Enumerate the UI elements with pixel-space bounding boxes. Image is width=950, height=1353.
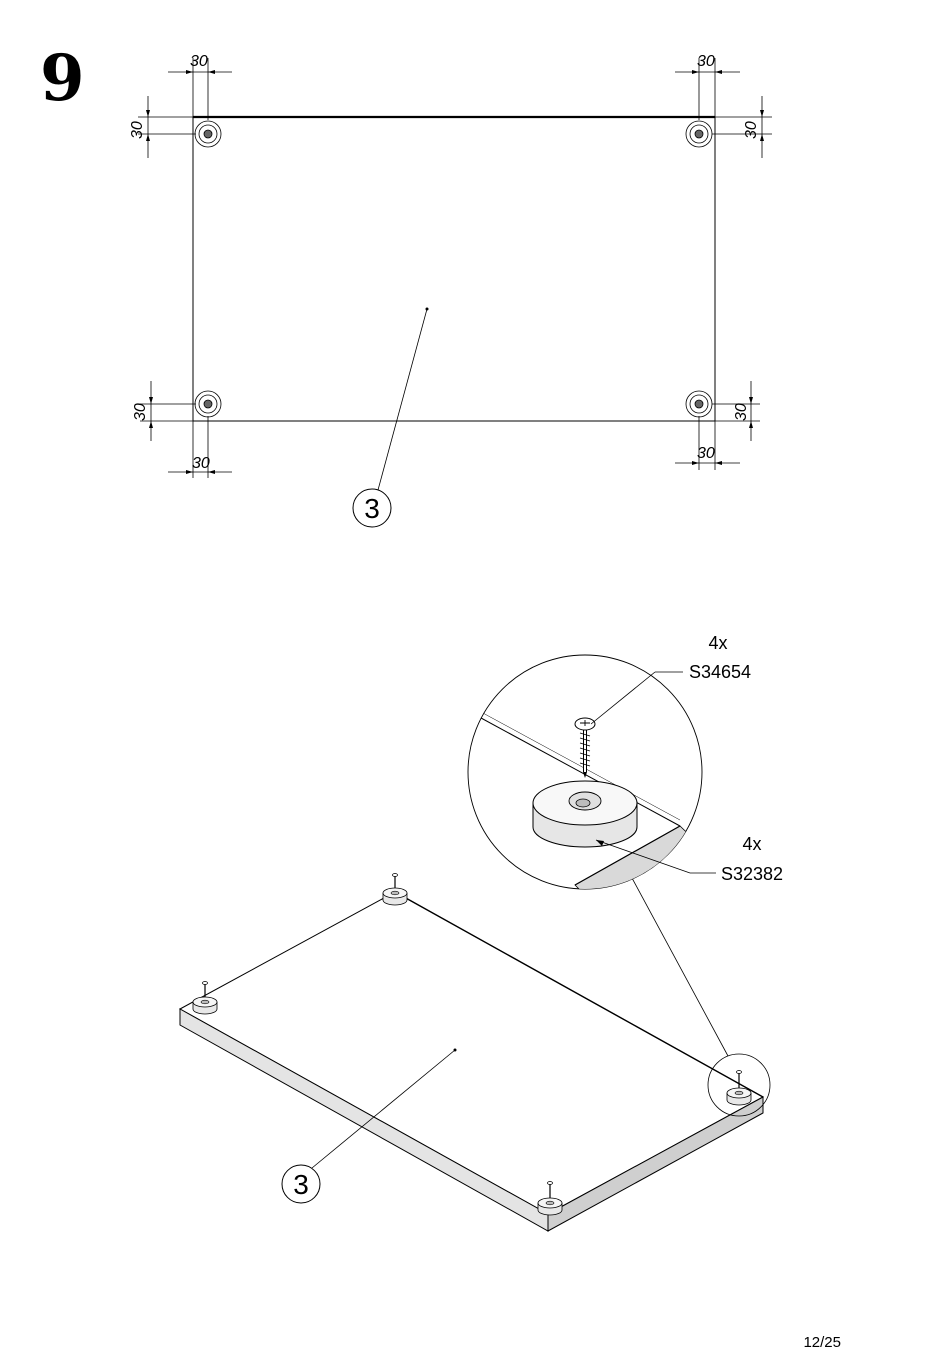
glide-quantity: 4x <box>742 834 761 854</box>
dim-label: 30 <box>697 445 715 462</box>
glide-part-code: S32382 <box>721 864 783 884</box>
dimension-top-left-horizontal: 30 <box>168 53 232 120</box>
dimension-bottom-right-vertical: 30 <box>712 381 760 441</box>
top-view: 30 30 30 30 <box>129 53 772 527</box>
dimension-bottom-right-horizontal: 30 <box>675 416 740 470</box>
dimension-top-left-vertical: 30 <box>129 96 196 158</box>
dim-label: 30 <box>132 403 149 421</box>
glide-iso-back <box>383 874 407 906</box>
dimension-top-right-horizontal: 30 <box>675 53 740 120</box>
dim-label: 30 <box>190 53 208 70</box>
part-number-label: 3 <box>293 1169 309 1200</box>
part-number-label: 3 <box>364 493 380 524</box>
dim-label: 30 <box>697 53 715 70</box>
step-number: 9 <box>40 41 85 116</box>
glide-top-right <box>686 121 712 147</box>
dim-label: 30 <box>733 403 750 421</box>
glide-top-left <box>195 121 221 147</box>
dim-label: 30 <box>192 455 210 472</box>
glide-bottom-right <box>686 391 712 417</box>
isometric-view: 3 <box>180 633 783 1231</box>
screw-part-code: S34654 <box>689 662 751 682</box>
dim-label: 30 <box>743 121 760 139</box>
glide-bottom-left <box>195 391 221 417</box>
magnified-detail: 4x S34654 4x S32382 <box>468 633 783 905</box>
page-number: 12/25 <box>803 1334 841 1351</box>
dimension-top-right-vertical: 30 <box>712 96 772 158</box>
panel-iso-top-face <box>180 892 763 1214</box>
panel-top-view <box>193 117 715 421</box>
screw-quantity: 4x <box>708 633 727 653</box>
dim-label: 30 <box>129 121 146 139</box>
dimension-bottom-left-vertical: 30 <box>132 381 196 441</box>
dimension-bottom-left-horizontal: 30 <box>168 416 232 478</box>
